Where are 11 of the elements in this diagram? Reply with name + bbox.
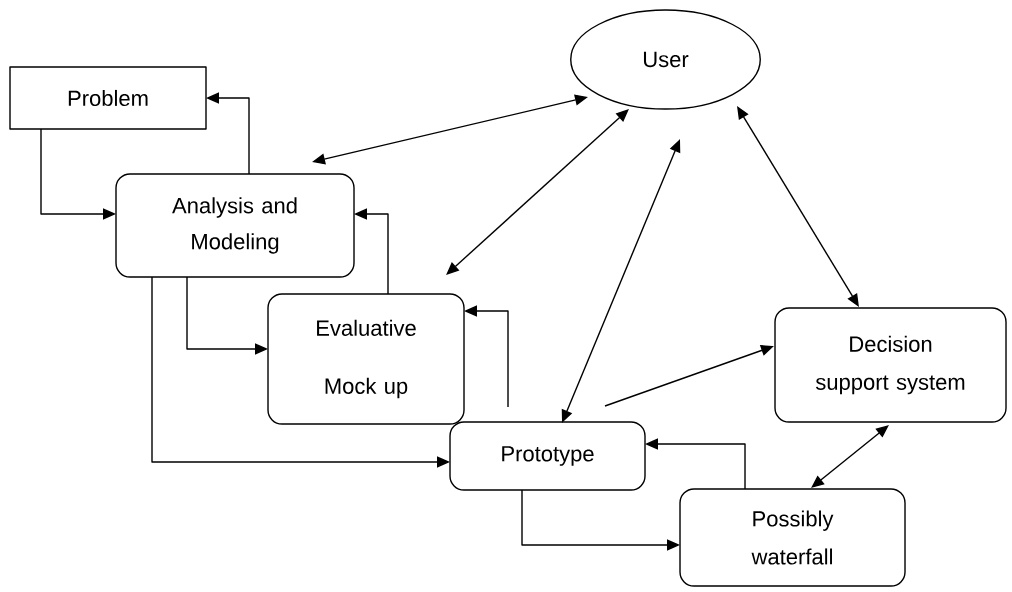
process-box: Prototype xyxy=(449,421,646,491)
process-box: Decision support system xyxy=(774,307,1007,423)
arrow xyxy=(737,106,859,307)
process-box: Possibly waterfall xyxy=(679,488,906,587)
arrow xyxy=(446,109,629,275)
arrow xyxy=(604,345,774,407)
process-box: Problem xyxy=(9,66,207,130)
process-box: Analysis and Modeling xyxy=(115,173,355,278)
arrow xyxy=(811,425,889,488)
process-box: Evaluative Mock up xyxy=(267,293,465,425)
arrow xyxy=(561,139,681,423)
